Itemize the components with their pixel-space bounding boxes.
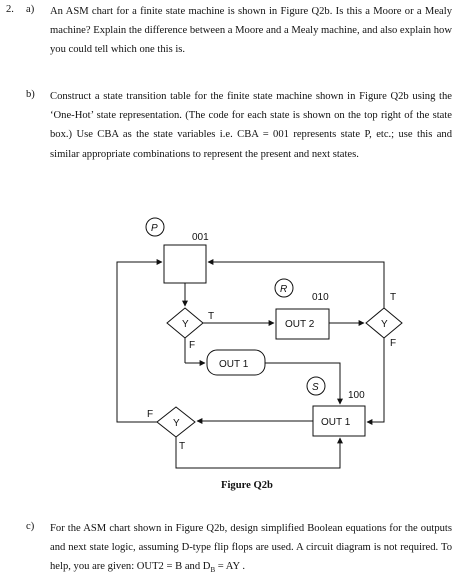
decision-2-true: T bbox=[390, 292, 396, 303]
part-c-label: c) bbox=[26, 521, 35, 532]
state-r-name: R bbox=[280, 284, 287, 295]
part-c-body: For the ASM chart shown in Figure Q2b, d… bbox=[50, 523, 452, 573]
part-b-text: Construct a state transition table for t… bbox=[50, 91, 452, 160]
decision-1-false: F bbox=[189, 340, 195, 351]
figure-caption: Figure Q2b bbox=[221, 480, 273, 491]
decision-3-true: T bbox=[179, 441, 185, 452]
state-s-output: OUT 1 bbox=[321, 417, 351, 428]
state-r-code: 010 bbox=[312, 292, 329, 303]
part-b-label: b) bbox=[26, 89, 35, 100]
part-c-text: For the ASM chart shown in Figure Q2b, d… bbox=[50, 519, 452, 581]
state-p-circle bbox=[145, 217, 165, 237]
part-c-subscript: B bbox=[210, 566, 216, 575]
state-s-circle bbox=[306, 376, 326, 396]
state-r-box bbox=[275, 308, 330, 340]
state-p-code: 001 bbox=[192, 232, 209, 243]
state-p-box bbox=[163, 244, 207, 284]
decision-1-true: T bbox=[208, 311, 214, 322]
state-s-name: S bbox=[312, 382, 319, 393]
state-s-code: 100 bbox=[348, 390, 365, 401]
state-p-name: P bbox=[151, 223, 158, 234]
decision-3-label: Y bbox=[173, 418, 180, 429]
part-a-label: a) bbox=[26, 4, 35, 15]
part-c-tail: = AY . bbox=[215, 561, 246, 573]
decision-2-label: Y bbox=[381, 319, 388, 330]
question-number: 2. bbox=[6, 4, 14, 15]
decision-3-false: F bbox=[147, 409, 153, 420]
part-a-text: An ASM chart for a finite state machine … bbox=[50, 6, 452, 56]
conditional-output-text: OUT 1 bbox=[219, 359, 249, 370]
state-r-circle bbox=[274, 278, 294, 298]
decision-2-false: F bbox=[390, 338, 396, 349]
state-r-output: OUT 2 bbox=[285, 319, 315, 330]
decision-1-label: Y bbox=[182, 319, 189, 330]
